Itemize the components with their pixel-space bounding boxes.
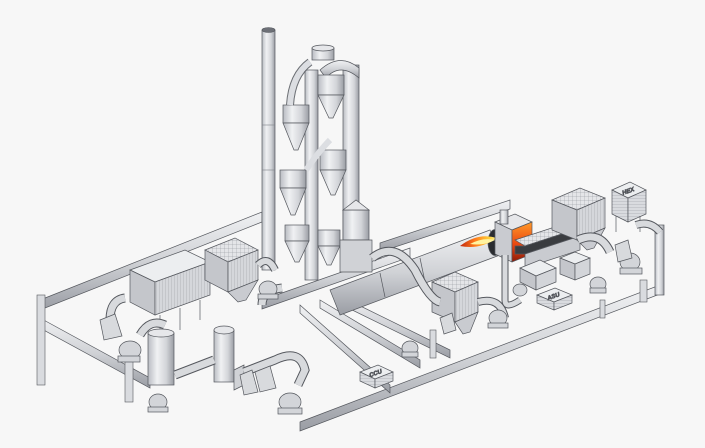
fan-3 <box>257 280 279 300</box>
bag-filter-left <box>129 249 211 345</box>
fan-2 <box>147 393 169 413</box>
kiln-hood <box>494 209 533 263</box>
fan-5 <box>401 340 419 358</box>
fan-1 <box>117 340 142 363</box>
calciner <box>339 199 373 273</box>
asu-label: ASU <box>546 292 562 303</box>
fan-7 <box>589 276 607 294</box>
inlet-hoods <box>99 239 633 396</box>
fan-4 <box>277 392 303 415</box>
hex-unit: HEX <box>611 181 647 232</box>
exhaust-stack <box>261 27 276 271</box>
asu-unit: ASU <box>536 287 573 311</box>
preheater-tower <box>279 44 360 281</box>
process-boxes <box>519 251 591 291</box>
ccu-unit: CCU <box>359 364 394 389</box>
hex-label: HEX <box>622 187 637 197</box>
bag-filter-right <box>551 187 606 251</box>
fan-9 <box>512 283 528 297</box>
bag-filter-mid <box>204 237 259 303</box>
duct-supports <box>36 279 648 403</box>
vessels <box>147 325 245 391</box>
fan-6 <box>487 309 509 329</box>
bag-filter-lower <box>431 271 479 335</box>
fans <box>117 252 643 415</box>
ccu-label: CCU <box>369 369 384 379</box>
